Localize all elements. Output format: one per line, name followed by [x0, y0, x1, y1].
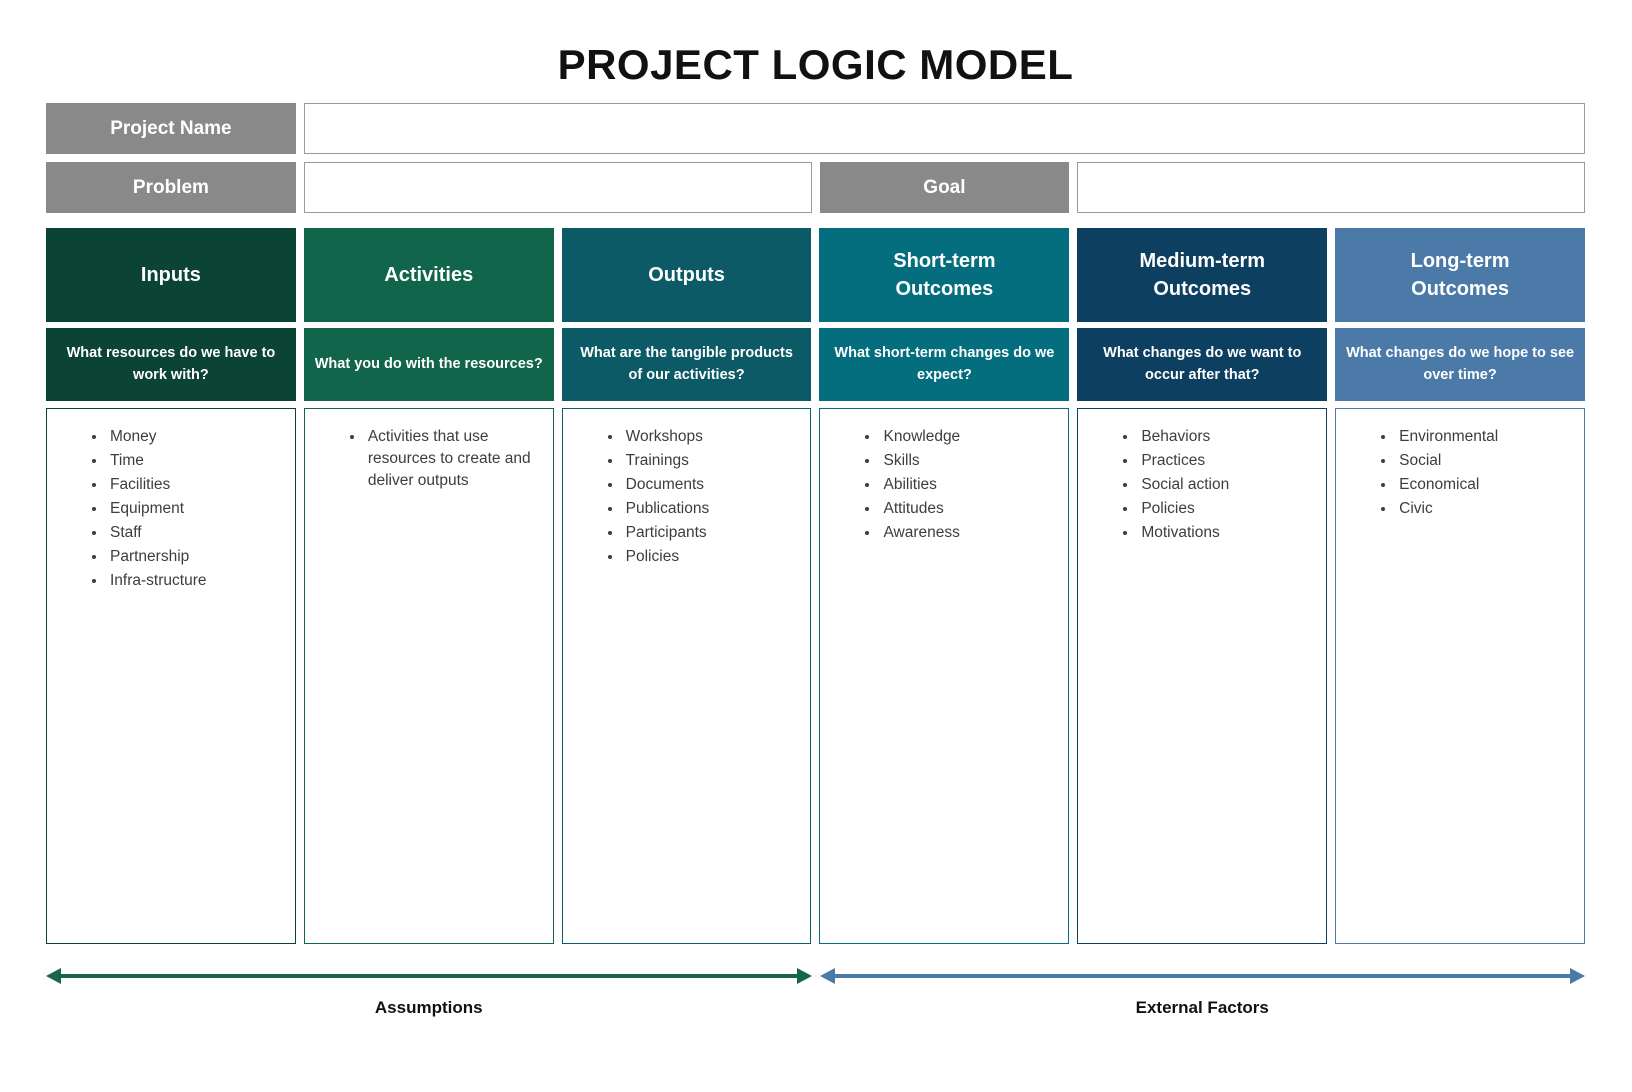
goal-field[interactable] — [1077, 162, 1585, 213]
long-term-outcomes-content-box[interactable]: EnvironmentalSocialEconomicalCivic — [1335, 408, 1585, 944]
arrow-left-head-icon — [46, 968, 61, 984]
problem-label: Problem — [46, 162, 296, 213]
medium-term-outcomes-header: Medium-term Outcomes — [1077, 228, 1328, 322]
activities-content-box[interactable]: Activities that use resources to create … — [303, 408, 554, 944]
list-item: Practices — [1138, 450, 1308, 472]
long-term-outcomes-header-text: Long-term Outcomes — [1410, 250, 1510, 300]
long-term-outcomes-list: EnvironmentalSocialEconomicalCivic — [1336, 426, 1584, 520]
short-term-outcomes-question: What short-term changes do we expect? — [819, 328, 1070, 401]
inputs-list: MoneyTimeFacilitiesEquipmentStaffPartner… — [47, 426, 295, 592]
column-short-term-outcomes: Short-term Outcomes What short-term chan… — [819, 228, 1070, 944]
list-item: Policies — [623, 546, 793, 568]
medium-term-outcomes-header-text: Medium-term Outcomes — [1139, 250, 1266, 300]
medium-term-outcomes-list: BehaviorsPracticesSocial actionPoliciesM… — [1078, 426, 1326, 544]
activities-question: What you do with the resources? — [303, 328, 554, 401]
list-item: Publications — [623, 498, 793, 520]
activities-header-text: Activities — [384, 264, 474, 286]
assumptions-label: Assumptions — [374, 998, 483, 1017]
goal-label: Goal — [819, 162, 1070, 213]
long-term-outcomes-header: Long-term Outcomes — [1335, 228, 1585, 322]
model-columns: Inputs What resources do we have to work… — [46, 228, 1585, 944]
arrow-right-head-icon — [796, 968, 812, 984]
list-item: Policies — [1138, 498, 1308, 520]
list-item: Social — [1396, 450, 1566, 472]
list-item: Motivations — [1138, 522, 1308, 544]
outputs-question-text: What are the tangible products of our ac… — [580, 344, 793, 383]
activities-question-text: What you do with the resources? — [314, 355, 543, 372]
list-item: Knowledge — [880, 426, 1050, 448]
external-factors-label: External Factors — [1135, 998, 1269, 1017]
project-name-label-text: Project Name — [110, 117, 232, 139]
list-item: Environmental — [1396, 426, 1566, 448]
outputs-list: WorkshopsTrainingsDocumentsPublicationsP… — [563, 426, 811, 568]
list-item: Awareness — [880, 522, 1050, 544]
outputs-header: Outputs — [561, 228, 812, 322]
column-outputs: Outputs What are the tangible products o… — [561, 228, 812, 944]
inputs-content-box[interactable]: MoneyTimeFacilitiesEquipmentStaffPartner… — [46, 408, 296, 944]
inputs-header: Inputs — [46, 228, 296, 322]
outputs-question: What are the tangible products of our ac… — [561, 328, 812, 401]
short-term-outcomes-question-text: What short-term changes do we expect? — [834, 344, 1055, 383]
list-item: Activities that use resources to create … — [365, 426, 535, 492]
activities-list: Activities that use resources to create … — [305, 426, 553, 492]
outputs-header-text: Outputs — [648, 264, 725, 286]
list-item: Participants — [623, 522, 793, 544]
inputs-question-text: What resources do we have to work with? — [66, 344, 276, 383]
problem-goal-row: Problem Goal — [46, 162, 1585, 213]
list-item: Skills — [880, 450, 1050, 472]
column-medium-term-outcomes: Medium-term Outcomes What changes do we … — [1077, 228, 1328, 944]
problem-field[interactable] — [303, 162, 812, 213]
inputs-header-text: Inputs — [140, 264, 201, 286]
short-term-outcomes-list: KnowledgeSkillsAbilitiesAttitudesAwarene… — [820, 426, 1068, 544]
assumptions-arrow — [46, 968, 812, 984]
list-item: Social action — [1138, 474, 1308, 496]
arrow-shaft — [61, 974, 797, 978]
list-item: Behaviors — [1138, 426, 1308, 448]
long-term-outcomes-question: What changes do we hope to see over time… — [1335, 328, 1585, 401]
project-name-label: Project Name — [46, 103, 296, 154]
list-item: Time — [107, 450, 277, 472]
short-term-outcomes-content-box[interactable]: KnowledgeSkillsAbilitiesAttitudesAwarene… — [819, 408, 1070, 944]
medium-term-outcomes-question: What changes do we want to occur after t… — [1077, 328, 1328, 401]
medium-term-outcomes-content-box[interactable]: BehaviorsPracticesSocial actionPoliciesM… — [1077, 408, 1328, 944]
goal-label-text: Goal — [923, 176, 966, 198]
medium-term-outcomes-question-text: What changes do we want to occur after t… — [1103, 344, 1302, 383]
list-item: Trainings — [623, 450, 793, 472]
list-item: Abilities — [880, 474, 1050, 496]
page-title: PROJECT LOGIC MODEL — [557, 41, 1074, 88]
list-item: Civic — [1396, 498, 1566, 520]
activities-header: Activities — [303, 228, 554, 322]
column-long-term-outcomes: Long-term Outcomes What changes do we ho… — [1335, 228, 1585, 944]
column-inputs: Inputs What resources do we have to work… — [46, 228, 296, 944]
arrows-row — [46, 968, 1585, 984]
arrow-labels-row: Assumptions External Factors — [46, 998, 1585, 1018]
long-term-outcomes-question-text: What changes do we hope to see over time… — [1346, 344, 1575, 383]
list-item: Facilities — [107, 474, 277, 496]
list-item: Infra-structure — [107, 570, 277, 592]
inputs-question: What resources do we have to work with? — [46, 328, 296, 401]
project-name-row: Project Name — [46, 103, 1585, 154]
outputs-content-box[interactable]: WorkshopsTrainingsDocumentsPublicationsP… — [561, 408, 812, 944]
problem-label-text: Problem — [132, 176, 209, 198]
arrow-shaft — [834, 974, 1570, 978]
column-activities: Activities What you do with the resource… — [303, 228, 554, 944]
arrow-left-head-icon — [819, 968, 835, 984]
arrow-right-head-icon — [1570, 968, 1585, 984]
short-term-outcomes-header: Short-term Outcomes — [819, 228, 1070, 322]
project-name-field[interactable] — [303, 103, 1585, 154]
list-item: Equipment — [107, 498, 277, 520]
list-item: Economical — [1396, 474, 1566, 496]
short-term-outcomes-header-text: Short-term Outcomes — [893, 250, 996, 300]
logic-model-page: PROJECT LOGIC MODEL Project Name Problem… — [46, 36, 1585, 1018]
external-factors-arrow — [819, 968, 1585, 984]
list-item: Workshops — [623, 426, 793, 448]
list-item: Attitudes — [880, 498, 1050, 520]
list-item: Documents — [623, 474, 793, 496]
list-item: Partnership — [107, 546, 277, 568]
list-item: Money — [107, 426, 277, 448]
list-item: Staff — [107, 522, 277, 544]
